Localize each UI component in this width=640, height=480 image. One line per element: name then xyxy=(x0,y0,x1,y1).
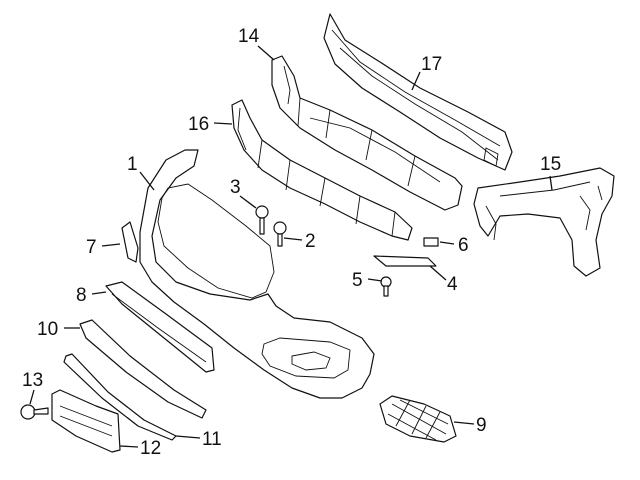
callout-15: 15 xyxy=(540,154,561,175)
callout-11: 11 xyxy=(202,429,222,450)
leader-12 xyxy=(119,445,139,448)
callout-3: 3 xyxy=(230,177,241,198)
part-16-lower-absorber xyxy=(231,99,413,241)
leader-4 xyxy=(429,265,447,281)
leader-16 xyxy=(213,122,233,125)
part-6-clip xyxy=(423,237,439,247)
callout-13: 13 xyxy=(22,370,43,391)
leader-17 xyxy=(411,71,421,91)
callout-17: 17 xyxy=(421,54,442,75)
part-14-energy-absorber xyxy=(271,55,463,211)
leader-8 xyxy=(91,291,107,295)
leader-15 xyxy=(549,175,553,191)
callout-2: 2 xyxy=(305,231,316,252)
callout-9: 9 xyxy=(476,415,487,436)
part-10-spoiler xyxy=(79,319,207,419)
part-15-bracket xyxy=(473,167,615,277)
callout-4: 4 xyxy=(447,274,458,295)
leader-3 xyxy=(239,195,257,209)
callout-16: 16 xyxy=(188,114,209,135)
part-8-grille-strip xyxy=(105,281,215,373)
leader-9 xyxy=(453,421,475,425)
part-12-license-bracket xyxy=(51,389,121,453)
callout-1: 1 xyxy=(127,154,138,175)
leader-2 xyxy=(283,237,303,241)
callout-7: 7 xyxy=(86,237,97,258)
callout-labels: 1 2 3 4 5 6 7 8 9 10 11 12 13 14 15 16 1… xyxy=(22,26,561,459)
callout-8: 8 xyxy=(76,285,87,306)
part-5-screw xyxy=(380,276,392,297)
callout-12: 12 xyxy=(140,438,161,459)
callout-6: 6 xyxy=(458,235,469,256)
part-3-screw xyxy=(255,205,269,235)
part-2-screw xyxy=(273,221,287,247)
callout-5: 5 xyxy=(352,270,363,291)
leader-11 xyxy=(175,435,201,439)
part-17-impact-bar xyxy=(323,13,513,171)
leader-13 xyxy=(29,389,35,405)
part-4-bracket xyxy=(373,255,437,267)
part-1-bumper-cover xyxy=(139,149,375,399)
part-7-trim-piece xyxy=(121,221,139,263)
part-9-fog-grille xyxy=(379,395,457,443)
leader-5 xyxy=(367,278,383,282)
leader-1 xyxy=(139,171,155,191)
leader-6 xyxy=(439,241,455,245)
callout-10: 10 xyxy=(37,319,58,340)
part-13-screw xyxy=(20,404,49,420)
leader-14 xyxy=(257,45,275,61)
leader-lines xyxy=(29,45,553,448)
leader-7 xyxy=(101,243,121,247)
callout-14: 14 xyxy=(238,26,260,47)
part-11-molding xyxy=(63,353,177,441)
